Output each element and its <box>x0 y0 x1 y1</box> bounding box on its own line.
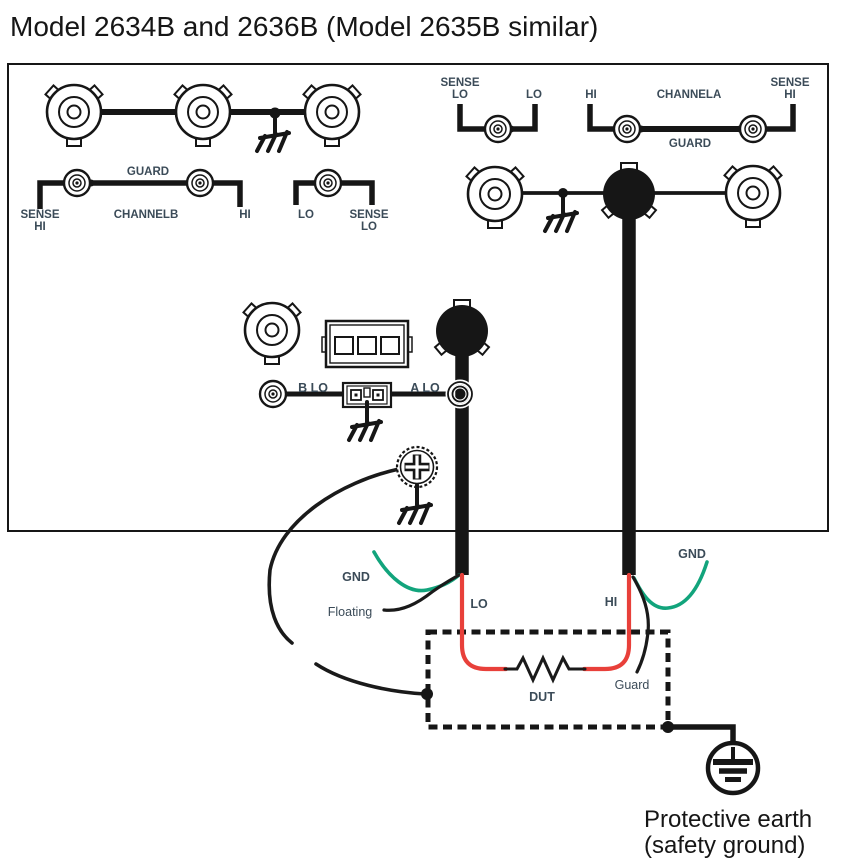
chassis-wire-arc <box>267 467 401 645</box>
label-channel-b: CHANNELB <box>114 209 179 221</box>
label-guard-wire: Guard <box>615 678 650 692</box>
label-protective-earth-2: (safety ground) <box>644 832 805 859</box>
sense-hi-bracket <box>37 180 200 209</box>
digital-io-connector-icon <box>321 319 413 369</box>
label-hi-b: HI <box>239 209 251 221</box>
output-lo-cluster: B LO A LO <box>242 299 490 575</box>
label-dut: DUT <box>529 690 555 704</box>
label-sense-hi-a-1: SENSE <box>771 77 810 89</box>
bnc-connector-icon <box>185 168 215 198</box>
earth-wire <box>668 724 736 745</box>
label-hi-wire: HI <box>605 595 618 609</box>
label-lo-wire: LO <box>470 597 488 611</box>
bnc-connector-icon <box>483 114 513 144</box>
label-sense-lo-b-2: LO <box>361 221 377 233</box>
round-connector-icon <box>258 379 288 409</box>
hi-wire-red <box>581 572 632 672</box>
figure-title: Model 2634B and 2636B (Model 2635B simil… <box>10 11 598 42</box>
label-guard-b: GUARD <box>127 166 169 178</box>
label-floating: Floating <box>328 605 373 619</box>
chassis-screw-group <box>267 447 437 645</box>
label-hi-a: HI <box>585 89 597 101</box>
protective-earth-icon <box>708 743 758 793</box>
label-sense-lo-b-1: SENSE <box>350 209 389 221</box>
chassis-wire-arc-2 <box>314 662 427 696</box>
label-lo-b: LO <box>298 209 314 221</box>
guard-wire-drain <box>631 575 650 674</box>
label-gnd-right: GND <box>678 547 706 561</box>
bnc-connector-icon <box>62 168 92 198</box>
label-sense-hi-a-2: HI <box>784 89 796 101</box>
label-channel-a: CHANNELA <box>657 89 722 101</box>
screw-terminal-icon <box>397 447 437 487</box>
bnc-connector-icon <box>313 168 343 198</box>
dut-resistor-icon <box>503 654 587 684</box>
lo-wire-red <box>459 572 509 672</box>
label-protective-earth-1: Protective earth <box>644 806 812 833</box>
label-gnd-left: GND <box>342 570 370 584</box>
channel-b-triax-row <box>44 83 362 153</box>
bnc-connector-icon <box>738 114 768 144</box>
junction-dot <box>421 688 433 700</box>
channel-a-triax-row <box>465 162 783 575</box>
label-sense-lo-a-2: LO <box>452 89 468 101</box>
floating-wire <box>382 573 461 612</box>
label-lo-a: LO <box>526 89 542 101</box>
label-guard-a: GUARD <box>669 138 711 150</box>
junction-dot <box>558 188 568 198</box>
dut-wiring <box>314 550 709 696</box>
channel-a-sense-row: SENSE LO LO HI CHANNELA GUARD SENSE HI <box>441 77 810 150</box>
channel-b-sense-row: GUARD SENSE HI CHANNELB HI LO SENSE LO <box>21 166 389 233</box>
bnc-connector-icon <box>612 114 642 144</box>
gnd-wire-left <box>372 550 461 593</box>
label-b-lo: B LO <box>298 381 328 395</box>
junction-dot <box>269 107 281 119</box>
dut-shield-box <box>425 629 671 730</box>
label-sense-lo-a-1: SENSE <box>441 77 480 89</box>
protective-earth-group <box>668 724 758 793</box>
label-a-lo: A LO <box>410 381 440 395</box>
label-sense-hi-b-1: SENSE <box>21 209 60 221</box>
label-sense-hi-b-2: HI <box>34 221 46 233</box>
